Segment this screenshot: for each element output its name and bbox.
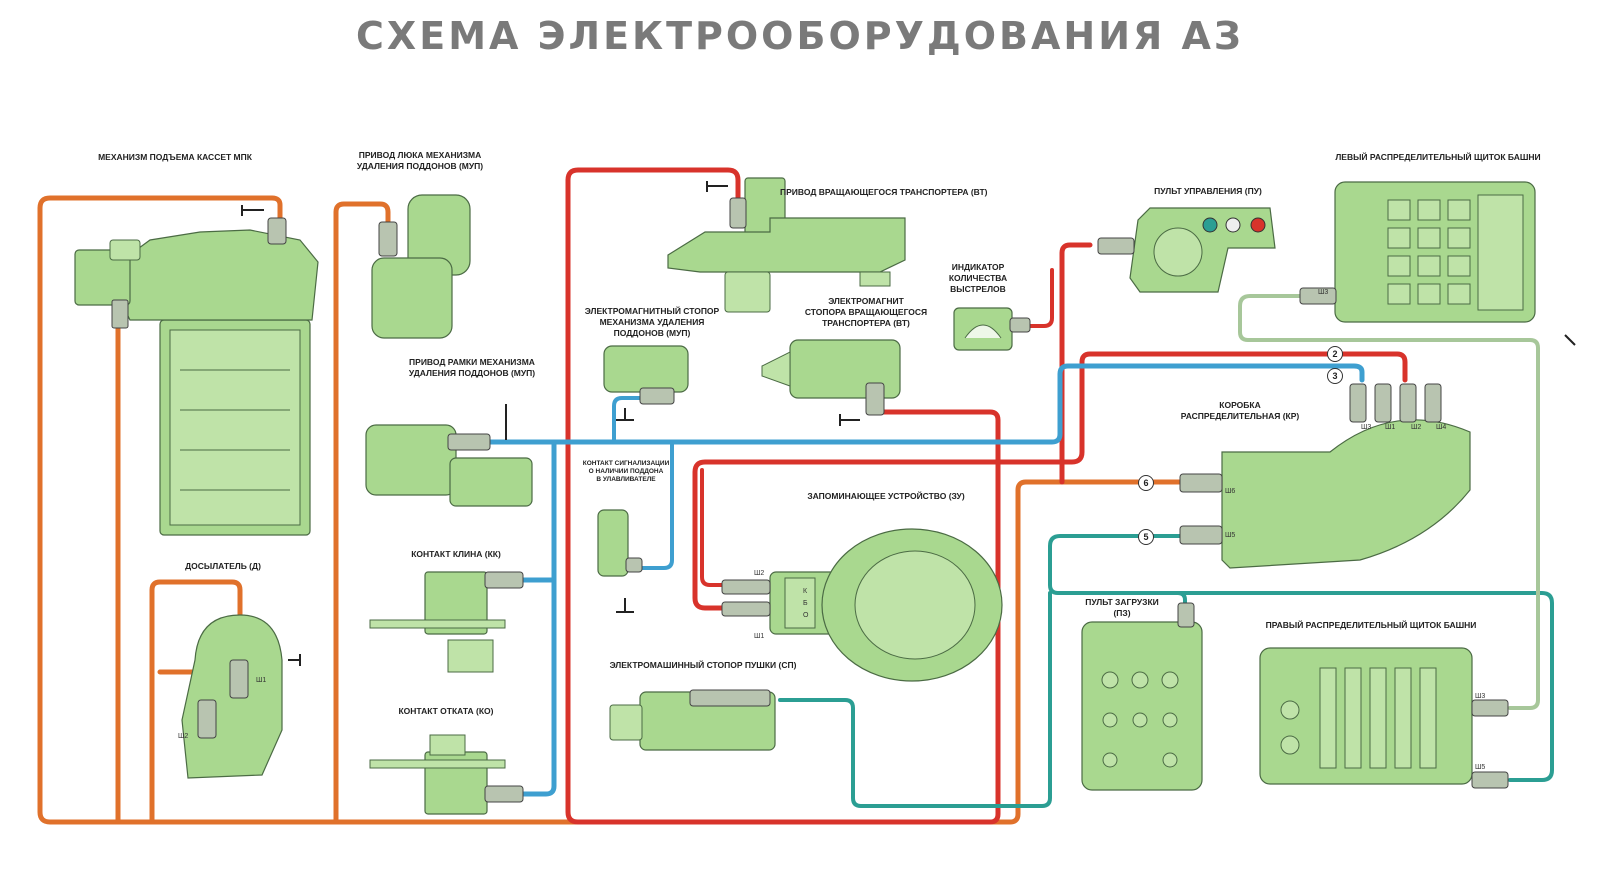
vt-electromagnet (761, 339, 901, 416)
wire-number-3: 3 (1327, 368, 1343, 384)
tag-zu-b: Б (803, 600, 808, 607)
tag-kr-sh6: Ш6 (1225, 488, 1236, 495)
ko-recoil-contact (369, 734, 524, 815)
wire-blue-emstop (612, 396, 642, 444)
tag-zu-o: О (803, 612, 809, 619)
label-zu: ЗАПОМИНАЮЩЕЕ УСТРОЙСТВО (ЗУ) (807, 491, 965, 501)
tag-zu-k: К (803, 588, 808, 595)
wire-red-vt (565, 167, 1001, 825)
label-pu: ПУЛЬТ УПРАВЛЕНИЯ (ПУ) (1154, 186, 1262, 196)
tag-kr-sh1: Ш1 (1385, 424, 1396, 431)
label-pz: ПУЛЬТ ЗАГРУЗКИ(ПЗ) (1085, 597, 1159, 618)
tag-kr-sh3: Ш3 (1361, 424, 1372, 431)
right-shield (1259, 647, 1509, 789)
wire-red-2 (692, 351, 1408, 611)
shot-indicator (953, 307, 1031, 351)
tag-kr-sh4: Ш4 (1436, 424, 1447, 431)
tag-psh-sh3: Ш3 (1475, 693, 1486, 700)
wire-number-5: 5 (1138, 529, 1154, 545)
label-ko: КОНТАКТ ОТКАТА (КО) (398, 706, 494, 716)
pz-loading-panel (1081, 602, 1203, 791)
kr-box (1179, 383, 1471, 569)
wire-teal-5 (1048, 534, 1554, 782)
tag-zu-sh1: Ш1 (754, 633, 765, 640)
mpk-mechanism (74, 217, 319, 536)
label-right-shield: ПРАВЫЙ РАСПРЕДЕЛИТЕЛЬНЫЙ ЩИТОК БАШНИ (1265, 620, 1477, 630)
mup-lid-drive (371, 194, 471, 339)
dosylatel (181, 614, 283, 779)
tag-zu-sh2: Ш2 (754, 570, 765, 577)
label-dosylatel: ДОСЫЛАТЕЛЬ (Д) (185, 561, 261, 571)
label-left-shield: ЛЕВЫЙ РАСПРЕДЕЛИТЕЛЬНЫЙ ЩИТОК БАШНИ (1335, 152, 1541, 162)
wire-red-pu (1059, 242, 1093, 485)
label-vt-drive: ПРИВОД ВРАЩАЮЩЕГОСЯ ТРАНСПОРТЕРА (ВТ) (780, 187, 988, 197)
label-kk: КОНТАКТ КЛИНА (КК) (411, 549, 501, 559)
mup-frame-drive (365, 424, 533, 507)
sp-gun-stopper (609, 689, 776, 751)
wire-teal-pz (1176, 591, 1187, 627)
left-shield (1299, 181, 1536, 323)
wire-orange-dosylatel (149, 579, 243, 825)
pallet-signal-contact (597, 509, 643, 577)
tag-psh-sh5: Ш5 (1475, 764, 1486, 771)
wire-orange-muplid (333, 201, 391, 825)
wire-red-ind (1016, 268, 1054, 328)
wire-number-6: 6 (1138, 475, 1154, 491)
wire-blue-left (517, 439, 557, 797)
zu-memory-unit (721, 528, 1003, 682)
wire-sage-shields (1238, 294, 1540, 710)
wire-teal-sp (778, 591, 1052, 808)
label-sp: ЭЛЕКТРОМАШИННЫЙ СТОПОР ПУШКИ (СП) (609, 660, 797, 670)
kk-wedge-contact (369, 571, 524, 673)
ground-markers (241, 181, 1576, 666)
tag-kr-sh2: Ш2 (1411, 424, 1422, 431)
tag-lsh-sh3: Ш3 (1318, 289, 1329, 296)
tag-d-sh1: Ш1 (256, 677, 267, 684)
wire-number-2: 2 (1327, 346, 1343, 362)
page-title: СХЕМА ЭЛЕКТРООБОРУДОВАНИЯ АЗ (356, 14, 1244, 58)
wire-red-zu2 (700, 468, 727, 587)
tag-d-sh2: Ш2 (178, 733, 189, 740)
vt-drive (667, 177, 906, 313)
tag-kr-sh5: Ш5 (1225, 532, 1236, 539)
wire-orange-mpk-loop (37, 195, 1198, 825)
wire-blue-kontsig (638, 440, 674, 570)
wire-blue-3 (487, 363, 1365, 445)
pu-panel (1097, 207, 1276, 293)
mup-em-stopper (603, 345, 689, 405)
label-mpk: МЕХАНИЗМ ПОДЪЕМА КАССЕТ МПК (98, 152, 252, 162)
